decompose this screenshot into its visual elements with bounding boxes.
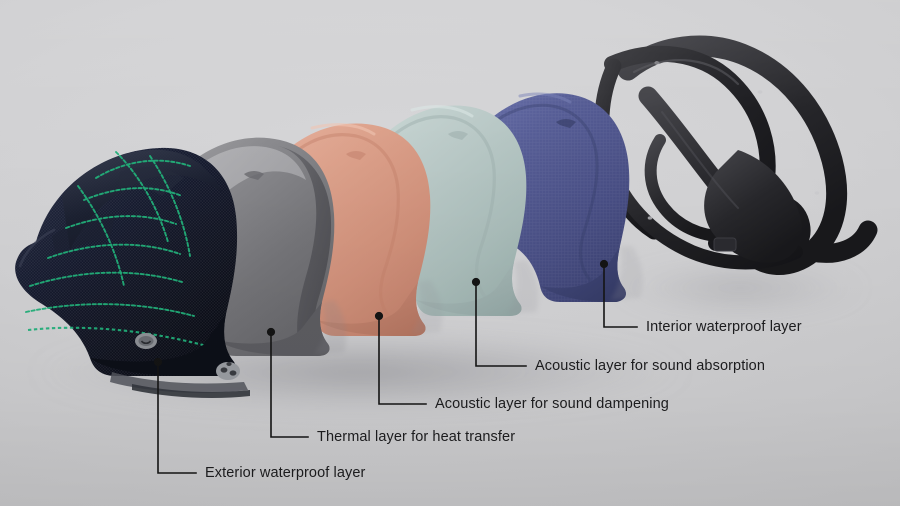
leader-acoustic-dampening bbox=[374, 311, 427, 405]
leader-acoustic-absorption bbox=[471, 277, 527, 367]
layer-harness bbox=[594, 35, 878, 275]
stitching bbox=[25, 151, 195, 317]
callout-label-interior: Interior waterproof layer bbox=[646, 319, 802, 335]
leader-thermal bbox=[266, 327, 309, 438]
callout-label-acoustic-absorption: Acoustic layer for sound absorption bbox=[535, 358, 765, 374]
leader-exterior bbox=[153, 357, 197, 474]
callout-label-thermal: Thermal layer for heat transfer bbox=[317, 429, 516, 445]
leader-interior bbox=[599, 259, 638, 328]
helmet-hardware bbox=[135, 333, 240, 380]
callout-label-acoustic-dampening: Acoustic layer for sound dampening bbox=[435, 396, 669, 412]
strap-buckle bbox=[713, 237, 737, 252]
layer-exterior-waterproof bbox=[15, 147, 250, 398]
callout-label-exterior: Exterior waterproof layer bbox=[205, 465, 366, 481]
ground-shadow-straps bbox=[610, 260, 870, 316]
